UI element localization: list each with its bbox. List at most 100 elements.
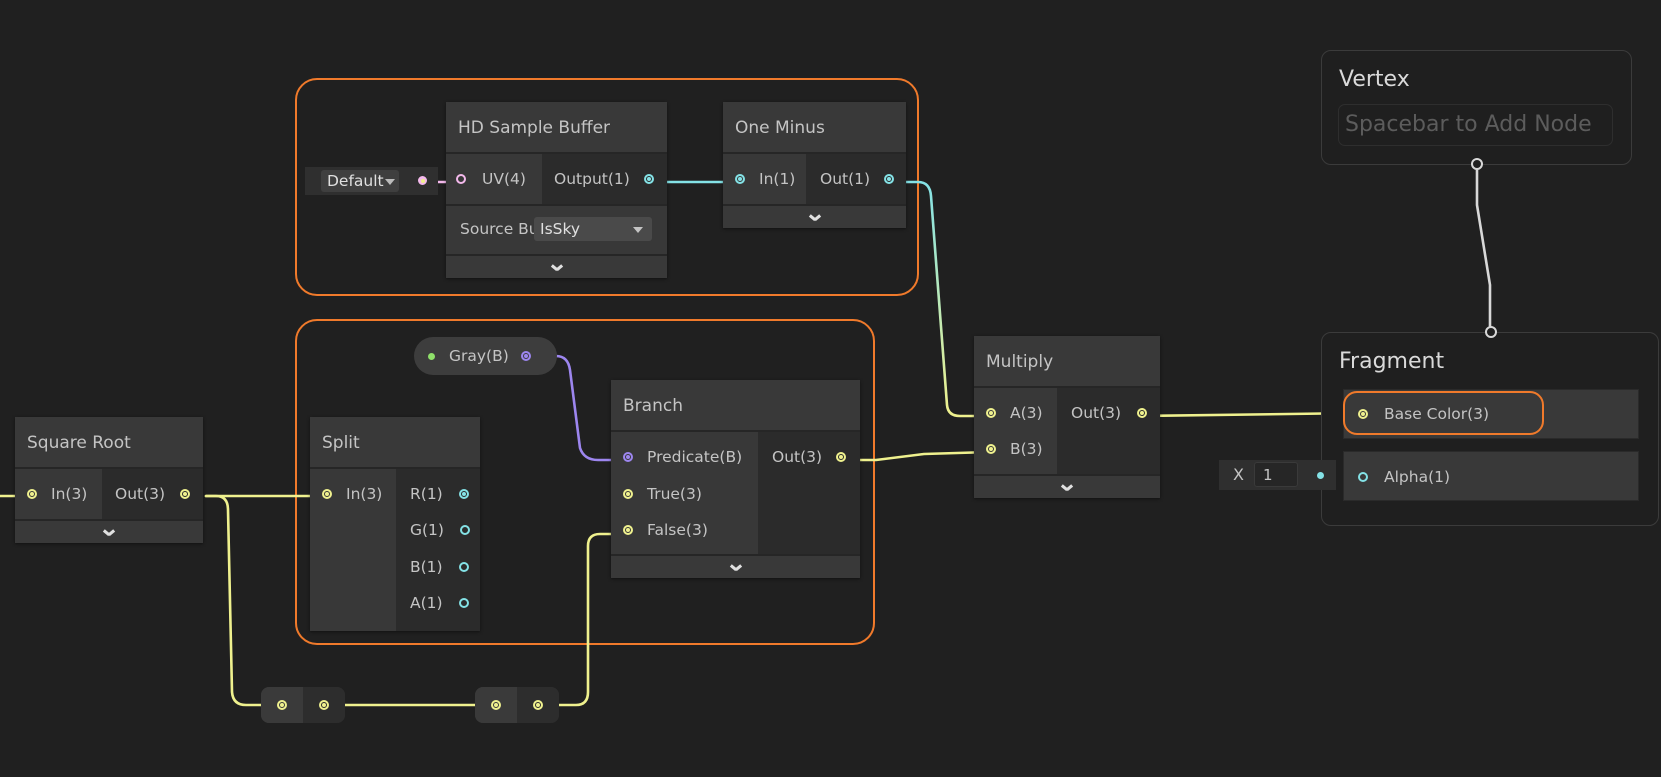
port-false-connector[interactable] <box>623 525 633 535</box>
collapse-button[interactable] <box>611 554 860 578</box>
dropdown-arrow-icon <box>385 179 395 185</box>
fragment-flow-in-connector[interactable] <box>1485 326 1497 338</box>
node-title: HD Sample Buffer <box>446 102 667 154</box>
port-alpha[interactable]: Alpha(1) <box>1358 462 1450 492</box>
port-g[interactable]: G(1) <box>410 515 470 545</box>
property-gray[interactable]: Gray(B) <box>414 337 557 375</box>
port-in[interactable]: In(3) <box>27 479 87 509</box>
property-out-connector[interactable] <box>520 351 531 361</box>
port-in-connector[interactable] <box>735 174 745 184</box>
port-label: B(1) <box>410 558 443 576</box>
node-branch[interactable]: Branch Predicate(B) True(3) False(3) Out… <box>611 380 860 578</box>
node-title: Split <box>310 417 480 469</box>
chevron-down-icon <box>104 529 114 535</box>
port-uv[interactable]: UV(4) <box>456 164 526 194</box>
port-out[interactable]: Out(1) <box>820 164 895 194</box>
port-output[interactable]: Output(1) <box>554 164 654 194</box>
port-b-connector[interactable] <box>986 444 996 454</box>
port-output-connector[interactable] <box>643 174 654 184</box>
port-label: In(3) <box>346 485 383 503</box>
port-uv-connector[interactable] <box>456 174 466 184</box>
alpha-value: 1 <box>1263 466 1273 484</box>
reroute-node-2[interactable] <box>475 687 559 723</box>
port-true-connector[interactable] <box>623 489 633 499</box>
source-buffer-dropdown[interactable]: IsSky <box>534 217 652 241</box>
uv-inline-dropdown[interactable]: Default <box>321 170 399 192</box>
port-b[interactable]: B(1) <box>410 552 469 582</box>
alpha-inline-port[interactable] <box>1317 472 1324 479</box>
reroute-node-1[interactable] <box>261 687 345 723</box>
wire-sqrt-to-reroute[interactable] <box>204 494 278 707</box>
add-node-placeholder[interactable]: Spacebar to Add Node <box>1338 104 1613 146</box>
context-vertex[interactable]: Vertex Spacebar to Add Node <box>1321 50 1632 170</box>
node-multiply[interactable]: Multiply A(3) B(3) Out(3) <box>974 336 1160 498</box>
node-hd-sample-buffer[interactable]: HD Sample Buffer UV(4) Output(1) Source … <box>446 102 667 278</box>
vertex-flow-out-connector[interactable] <box>1471 158 1483 170</box>
port-in-connector[interactable] <box>27 489 37 499</box>
uv-inline-port[interactable] <box>418 176 427 185</box>
port-label: Base Color(3) <box>1384 405 1490 423</box>
port-label: Out(3) <box>115 485 166 503</box>
port-label: True(3) <box>647 485 702 503</box>
port-out[interactable]: Out(3) <box>1071 398 1148 428</box>
reroute-in-connector[interactable] <box>491 700 501 710</box>
node-square-root[interactable]: Square Root In(3) Out(3) <box>15 417 203 543</box>
port-a-connector[interactable] <box>458 598 469 608</box>
port-predicate[interactable]: Predicate(B) <box>623 442 742 472</box>
port-b[interactable]: B(3) <box>986 434 1043 464</box>
port-label: Output(1) <box>554 170 630 188</box>
port-out-connector[interactable] <box>884 174 895 184</box>
port-r-connector[interactable] <box>458 489 469 499</box>
collapse-button[interactable] <box>15 519 203 543</box>
collapse-button[interactable] <box>446 254 667 278</box>
wire-vertex-to-fragment[interactable] <box>1475 163 1492 334</box>
node-one-minus[interactable]: One Minus In(1) Out(1) <box>723 102 906 228</box>
port-alpha-connector[interactable] <box>1358 472 1368 482</box>
port-in-connector[interactable] <box>322 489 332 499</box>
context-title: Fragment <box>1339 349 1445 374</box>
port-false[interactable]: False(3) <box>623 515 708 545</box>
reroute-in-connector[interactable] <box>277 700 287 710</box>
port-label: False(3) <box>647 521 708 539</box>
port-a[interactable]: A(3) <box>986 398 1043 428</box>
port-in[interactable]: In(3) <box>322 479 382 509</box>
port-label: Out(3) <box>1071 404 1122 422</box>
inline-x-label: X <box>1233 465 1244 484</box>
chevron-down-icon <box>1062 484 1072 490</box>
port-out-connector[interactable] <box>1137 408 1148 418</box>
collapse-button[interactable] <box>723 204 906 228</box>
uv-inline-field: Default <box>305 167 438 195</box>
chevron-down-icon <box>731 564 741 570</box>
port-predicate-connector[interactable] <box>623 452 633 462</box>
port-a-connector[interactable] <box>986 408 996 418</box>
property-exposed-dot <box>428 352 435 360</box>
chevron-down-icon <box>810 214 820 220</box>
port-r[interactable]: R(1) <box>410 479 469 509</box>
port-label: Out(1) <box>820 170 871 188</box>
node-split[interactable]: Split In(3) R(1) G(1) B(1) A(1) <box>310 417 480 631</box>
port-g-connector[interactable] <box>459 525 470 535</box>
port-in[interactable]: In(1) <box>735 164 795 194</box>
reroute-out-connector[interactable] <box>319 700 329 710</box>
context-fragment[interactable]: Fragment Base Color(3) Alpha(1) <box>1321 326 1659 526</box>
port-true[interactable]: True(3) <box>623 479 702 509</box>
port-b-connector[interactable] <box>458 562 469 572</box>
port-label: G(1) <box>410 521 444 539</box>
port-out[interactable]: Out(3) <box>772 442 847 472</box>
reroute-out-connector[interactable] <box>533 700 543 710</box>
port-label: A(3) <box>1010 404 1043 422</box>
port-out[interactable]: Out(3) <box>115 479 191 509</box>
port-label: R(1) <box>410 485 443 503</box>
block-alpha[interactable]: Alpha(1) <box>1343 451 1639 501</box>
port-label: B(3) <box>1010 440 1043 458</box>
port-out-connector[interactable] <box>836 452 847 462</box>
dropdown-arrow-icon <box>633 227 643 233</box>
port-label: Alpha(1) <box>1384 468 1451 486</box>
alpha-value-input[interactable]: 1 <box>1254 462 1298 487</box>
placeholder-text: Spacebar to Add Node <box>1345 112 1592 137</box>
context-title: Vertex <box>1339 67 1410 92</box>
port-out-connector[interactable] <box>180 489 191 499</box>
node-title: One Minus <box>723 102 906 154</box>
port-a[interactable]: A(1) <box>410 588 469 618</box>
collapse-button[interactable] <box>974 474 1160 498</box>
